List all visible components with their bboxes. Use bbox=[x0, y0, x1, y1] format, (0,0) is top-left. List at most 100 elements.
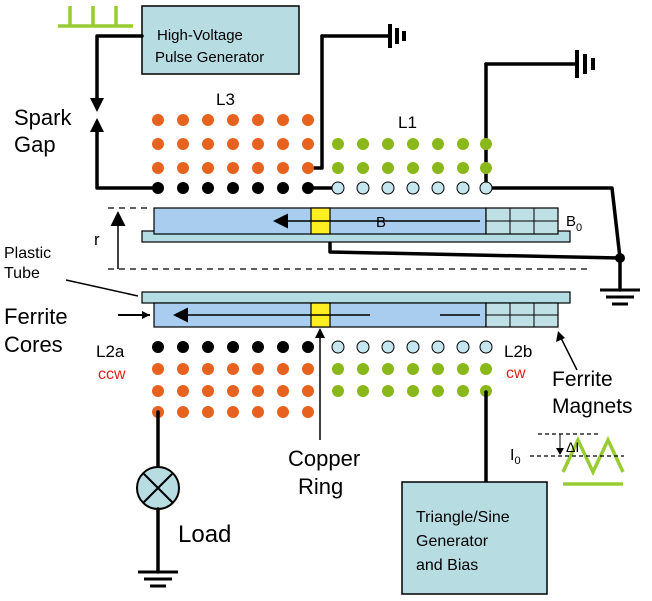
coil-l1-turn bbox=[357, 138, 369, 150]
triangle-waveform-icon bbox=[530, 433, 625, 486]
plastic-tube-leader bbox=[65, 279, 139, 297]
coil-l2b-turn bbox=[432, 385, 444, 397]
coil-l3-label: L3 bbox=[216, 90, 235, 109]
coil-l2b-turn bbox=[332, 363, 344, 375]
coil-l2a-primary-turn bbox=[202, 341, 214, 353]
coil-l2b-turn bbox=[457, 385, 469, 397]
coil-l2a-primary-turn bbox=[252, 341, 264, 353]
ground-icon-bottom-right bbox=[600, 253, 640, 306]
coil-l2a-primary-turn bbox=[152, 341, 164, 353]
coil-l1-turn bbox=[332, 162, 344, 174]
lower-plastic-tube bbox=[141, 291, 571, 304]
plastic-tube-label-2: Tube bbox=[4, 265, 40, 282]
coil-l2b-primary-turn bbox=[381, 340, 395, 354]
coil-l2a-turn bbox=[277, 385, 289, 397]
coil-l3-turn bbox=[277, 138, 289, 150]
triangle-generator-label-3: and Bias bbox=[416, 557, 478, 574]
coil-l1-primary-turn bbox=[381, 181, 395, 195]
coil-l2b-turn bbox=[432, 363, 444, 375]
triangle-generator-label-1: Triangle/Sine bbox=[416, 509, 510, 526]
load-lamp-icon bbox=[136, 410, 180, 588]
copper-ring-label-1: Copper bbox=[288, 446, 360, 471]
coil-l1-turn bbox=[407, 138, 419, 150]
coil-windings bbox=[152, 114, 493, 418]
coil-l2a-turn bbox=[302, 385, 314, 397]
coil-l3-turn bbox=[252, 114, 264, 126]
coil-l2b-turn bbox=[357, 363, 369, 375]
coil-l3-turn bbox=[302, 114, 314, 126]
coil-l1-primary-turn bbox=[331, 181, 345, 195]
coil-l2a-turn bbox=[202, 406, 214, 418]
ground-icon-top bbox=[320, 24, 406, 48]
spark-gap-label-2: Gap bbox=[14, 132, 56, 157]
coil-l2b-turn bbox=[407, 385, 419, 397]
delta-i-label: ΔI bbox=[566, 439, 579, 455]
spark-gap-label-1: Spark bbox=[14, 105, 72, 130]
coil-l3-primary-turn bbox=[152, 182, 164, 194]
coil-l1-turn bbox=[382, 138, 394, 150]
coil-l2b-primary-turn bbox=[431, 340, 445, 354]
pulse-generator-label-1: High-Voltage bbox=[157, 27, 243, 44]
coil-l3-turn bbox=[152, 162, 164, 174]
coil-l2b-primary-turn bbox=[331, 340, 345, 354]
coil-l2a-turn bbox=[202, 385, 214, 397]
radius-label: r bbox=[94, 230, 100, 249]
pulse-waveform-icon bbox=[58, 6, 133, 28]
coil-l2a-label: L2a bbox=[96, 342, 125, 361]
coil-l2b-label: L2b bbox=[504, 342, 532, 361]
coil-l1-turn bbox=[457, 138, 469, 150]
coil-l3-turn bbox=[202, 114, 214, 126]
ferrite-magnets-label-1: Ferrite bbox=[552, 368, 613, 391]
secondary-return-wire bbox=[328, 240, 622, 260]
coil-l1-turn bbox=[432, 162, 444, 174]
coil-l1-turn bbox=[480, 162, 492, 174]
coil-l1-turn bbox=[382, 162, 394, 174]
pulse-generator-label-2: Pulse Generator bbox=[155, 49, 264, 66]
coil-l2b-turn bbox=[357, 385, 369, 397]
lower-ferrite-assembly bbox=[141, 291, 571, 328]
coil-l3-primary-turn bbox=[277, 182, 289, 194]
coil-l3-turn bbox=[177, 114, 189, 126]
coil-l3-turn bbox=[227, 114, 239, 126]
ferrite-magnets-label-2: Magnets bbox=[552, 395, 633, 418]
ferrite-cores-label-1: Ferrite bbox=[4, 304, 68, 329]
coil-l3-turn bbox=[202, 162, 214, 174]
coil-l2a-turn bbox=[227, 385, 239, 397]
coil-l3-turn bbox=[302, 138, 314, 150]
coil-l2a-turn bbox=[252, 385, 264, 397]
coil-l3-primary-turn bbox=[302, 182, 314, 194]
coil-l1-primary-turn bbox=[431, 181, 445, 195]
coil-l1-turn bbox=[407, 162, 419, 174]
coil-l2a-turn bbox=[177, 406, 189, 418]
upper-ferrite-assembly bbox=[141, 207, 571, 243]
ground-icon-right bbox=[484, 50, 595, 78]
coil-l3-turn bbox=[227, 162, 239, 174]
coil-l2b-turn bbox=[382, 385, 394, 397]
coil-l3-turn bbox=[227, 138, 239, 150]
copper-ring-label-2: Ring bbox=[298, 474, 343, 499]
coil-l2a-turn bbox=[302, 406, 314, 418]
coil-l2b-primary-turn bbox=[479, 340, 493, 354]
ferrite-cores-label-2: Cores bbox=[4, 332, 63, 357]
coil-l2b-primary-turn bbox=[356, 340, 370, 354]
coil-l3-primary-turn bbox=[252, 182, 264, 194]
coil-l1-turn bbox=[357, 162, 369, 174]
coil-l2a-turn bbox=[302, 363, 314, 375]
coil-l1-turn bbox=[480, 138, 492, 150]
pulse-generator-box: High-Voltage Pulse Generator bbox=[141, 5, 300, 75]
coil-l2b-turn bbox=[332, 385, 344, 397]
coil-l2b-turn bbox=[382, 363, 394, 375]
coil-l2b-primary-turn bbox=[456, 340, 470, 354]
coil-l3-turn bbox=[277, 162, 289, 174]
coil-l1-primary-turn bbox=[456, 181, 470, 195]
coil-l2a-primary-turn bbox=[302, 341, 314, 353]
coil-l2a-primary-turn bbox=[177, 341, 189, 353]
coil-l2a-turn bbox=[227, 363, 239, 375]
coil-l3-turn bbox=[177, 138, 189, 150]
coil-l2a-turn bbox=[152, 385, 164, 397]
coil-l2b-direction: cw bbox=[506, 365, 526, 382]
spark-gap-wiring bbox=[90, 34, 160, 190]
coil-l3-primary-turn bbox=[202, 182, 214, 194]
coil-l3-turn bbox=[177, 162, 189, 174]
coil-l1-turn bbox=[432, 138, 444, 150]
